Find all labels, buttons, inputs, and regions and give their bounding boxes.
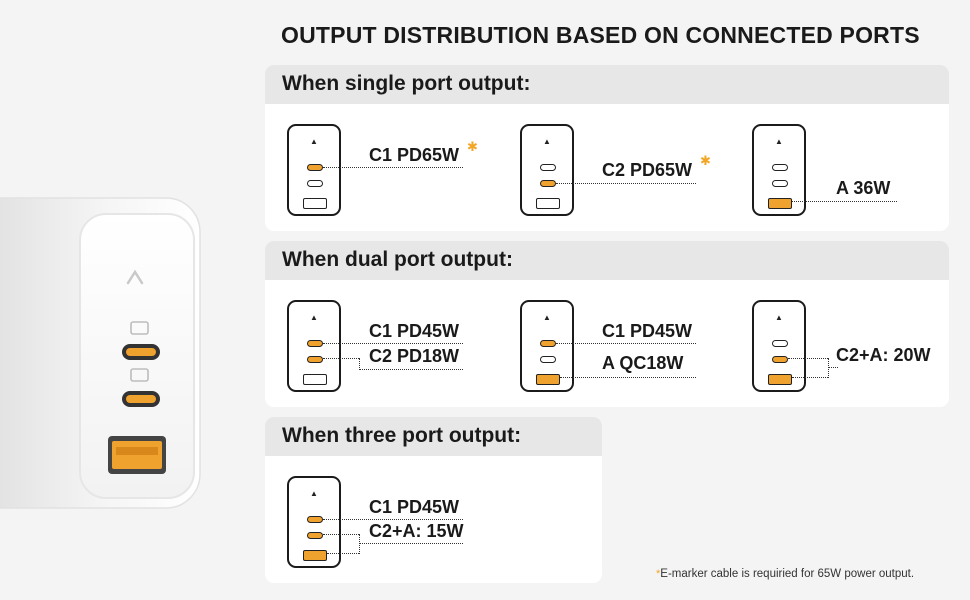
footnote-text: E-marker cable is requiried for 65W powe… bbox=[660, 568, 915, 580]
three-port-section: When three port output: ▲ C1 PD45W C2+A:… bbox=[265, 417, 602, 583]
usb-c1-port bbox=[540, 164, 556, 171]
connector-line bbox=[323, 358, 359, 359]
connector-line bbox=[323, 534, 359, 535]
usb-c1-port bbox=[772, 164, 788, 171]
connector-line bbox=[792, 201, 897, 202]
asterisk-icon: * bbox=[656, 568, 661, 580]
connector-line bbox=[359, 534, 360, 554]
output-label: C1 PD45W bbox=[369, 497, 460, 517]
output-label: A QC18W bbox=[602, 353, 684, 373]
connector-line bbox=[359, 358, 360, 370]
anker-logo-icon: ▲ bbox=[775, 137, 783, 146]
section-header: When three port output: bbox=[265, 417, 602, 456]
usb-c2-port bbox=[772, 180, 788, 187]
footnote: *E-marker cable is requiried for 65W pow… bbox=[656, 568, 914, 580]
connector-line bbox=[792, 377, 828, 378]
usb-c1-port bbox=[772, 340, 788, 347]
connector-line bbox=[359, 543, 463, 544]
charger-diagram: ▲ bbox=[520, 124, 574, 216]
charger-diagram: ▲ bbox=[287, 300, 341, 392]
asterisk-icon: ✱ bbox=[467, 139, 478, 154]
connector-line bbox=[556, 343, 696, 344]
usb-c2-port bbox=[540, 180, 556, 187]
charger-diagram: ▲ bbox=[287, 476, 341, 568]
connector-line bbox=[556, 183, 696, 184]
connector-line bbox=[560, 377, 696, 378]
output-label: C1 PD45W bbox=[602, 321, 693, 341]
connector-line bbox=[828, 367, 838, 368]
usb-c1-port bbox=[540, 340, 556, 347]
anker-logo-icon: ▲ bbox=[543, 313, 551, 322]
anker-logo-icon: ▲ bbox=[775, 313, 783, 322]
usb-c2-port bbox=[307, 356, 323, 363]
page-title: OUTPUT DISTRIBUTION BASED ON CONNECTED P… bbox=[281, 22, 920, 48]
charger-diagram: ▲ bbox=[752, 300, 806, 392]
usb-c1-port bbox=[307, 340, 323, 347]
single-port-section: When single port output: ▲ C1 PD65W ✱ ▲ … bbox=[265, 65, 949, 231]
output-label: C2 PD65W bbox=[602, 160, 693, 180]
usb-a-port bbox=[768, 374, 792, 385]
usb-a-port bbox=[536, 198, 560, 209]
output-label: C1 PD45W bbox=[369, 321, 460, 341]
output-label: C2+A: 20W bbox=[836, 345, 931, 365]
charger-diagram: ▲ bbox=[520, 300, 574, 392]
dual-port-section: When dual port output: ▲ C1 PD45W C2 PD1… bbox=[265, 241, 949, 407]
anker-logo-icon: ▲ bbox=[543, 137, 551, 146]
section-header: When single port output: bbox=[265, 65, 949, 104]
connector-line bbox=[359, 369, 463, 370]
anker-logo-icon: ▲ bbox=[310, 313, 318, 322]
usb-a-port bbox=[536, 374, 560, 385]
output-label: C1 PD65W bbox=[369, 145, 460, 165]
section-title: When three port output: bbox=[282, 424, 522, 447]
output-label: A 36W bbox=[836, 178, 891, 198]
usb-c2-port bbox=[772, 356, 788, 363]
usb-a-port bbox=[768, 198, 792, 209]
connector-line bbox=[327, 553, 359, 554]
usb-a-port bbox=[303, 374, 327, 385]
charger-product-image bbox=[0, 197, 201, 509]
anker-logo-icon: ▲ bbox=[310, 489, 318, 498]
connector-line bbox=[323, 343, 463, 344]
section-title: When dual port output: bbox=[282, 248, 513, 271]
usb-a-port bbox=[303, 198, 327, 209]
usb-a-port bbox=[303, 550, 327, 561]
usb-c2-port bbox=[307, 180, 323, 187]
connector-line bbox=[788, 358, 828, 359]
charger-diagram: ▲ bbox=[752, 124, 806, 216]
section-title: When single port output: bbox=[282, 72, 531, 95]
asterisk-icon: ✱ bbox=[700, 153, 711, 168]
connector-line bbox=[828, 358, 829, 378]
anker-logo-icon: ▲ bbox=[310, 137, 318, 146]
usb-c1-port bbox=[307, 516, 323, 523]
usb-c2-port bbox=[307, 532, 323, 539]
connector-line bbox=[323, 519, 463, 520]
usb-c1-port bbox=[307, 164, 323, 171]
usb-c2-port bbox=[540, 356, 556, 363]
connector-line bbox=[323, 167, 463, 168]
output-label: C2+A: 15W bbox=[369, 521, 464, 541]
output-label: C2 PD18W bbox=[369, 346, 460, 366]
section-header: When dual port output: bbox=[265, 241, 949, 280]
charger-diagram: ▲ bbox=[287, 124, 341, 216]
